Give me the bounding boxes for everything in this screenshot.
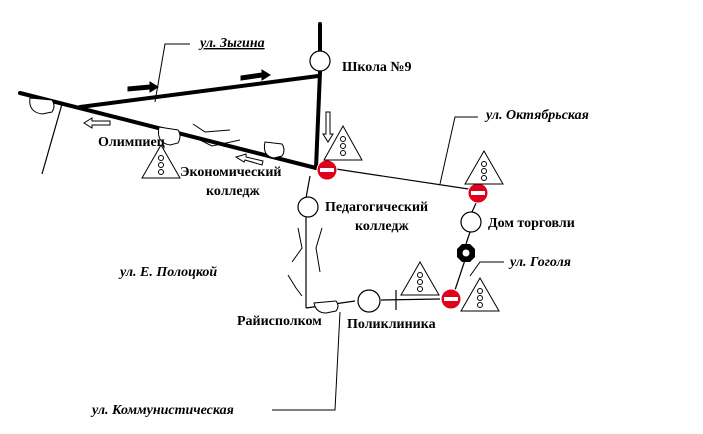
bus-stop-icon	[263, 141, 285, 159]
arrow-left-icon	[83, 117, 111, 129]
curb-marks	[192, 123, 323, 297]
place-label-dom-torgovli: Дом торговли	[488, 216, 575, 231]
traffic-light-signs	[141, 124, 504, 312]
street-label-kommunisticheskaya: ул. Коммунистическая	[90, 403, 234, 418]
place-label-econ-1: Экономический	[180, 165, 281, 180]
thin-streets	[41, 103, 478, 310]
octagon-sign-icon	[457, 244, 475, 262]
no-entry-icon	[316, 159, 338, 181]
place-label-olimpiets: Олимпиец	[98, 135, 165, 150]
street-label-polotskoy: ул. Е. Полоцкой	[118, 265, 217, 280]
arrow-left-icon	[234, 153, 264, 166]
place-label-econ-2: колледж	[206, 184, 261, 199]
arrow-right-icon	[240, 69, 271, 81]
stop-circle-school	[309, 50, 331, 72]
direction-arrows	[83, 69, 334, 166]
bus-stop-icon	[29, 97, 55, 115]
street-label-oktyabrskaya: ул. Октябрьская	[484, 108, 589, 123]
bus-stop-icon	[313, 300, 339, 314]
street-label-zygina: ул. Зыгина	[198, 36, 265, 51]
stop-circle-ped	[297, 196, 319, 218]
place-label-rayispolkom: Райисполком	[237, 314, 322, 329]
stop-circle-dom	[460, 211, 482, 233]
traffic-light-warning-icon	[464, 149, 504, 185]
no-entry-icon	[467, 182, 489, 204]
place-label-ped-1: Педагогический	[325, 200, 428, 215]
stop-circle-poliklinika	[357, 289, 381, 313]
street-label-gogolya: ул. Гоголя	[508, 255, 571, 270]
traffic-light-warning-icon	[460, 276, 500, 312]
no-entry-icon	[440, 288, 462, 310]
traffic-light-warning-icon	[141, 143, 181, 179]
bus-stops	[29, 97, 339, 314]
arrow-down-icon	[322, 111, 334, 143]
stops	[297, 50, 482, 313]
place-label-school: Школа №9	[342, 60, 412, 75]
place-label-poliklinika: Поликлиника	[347, 317, 436, 332]
no-entry-signs	[316, 159, 489, 310]
place-label-ped-2: колледж	[355, 219, 410, 234]
traffic-light-warning-icon	[323, 124, 363, 161]
bus-stop-icon	[158, 126, 181, 146]
leader-lines	[154, 43, 504, 411]
traffic-light-warning-icon	[400, 260, 440, 296]
arrow-right-icon	[127, 81, 159, 93]
